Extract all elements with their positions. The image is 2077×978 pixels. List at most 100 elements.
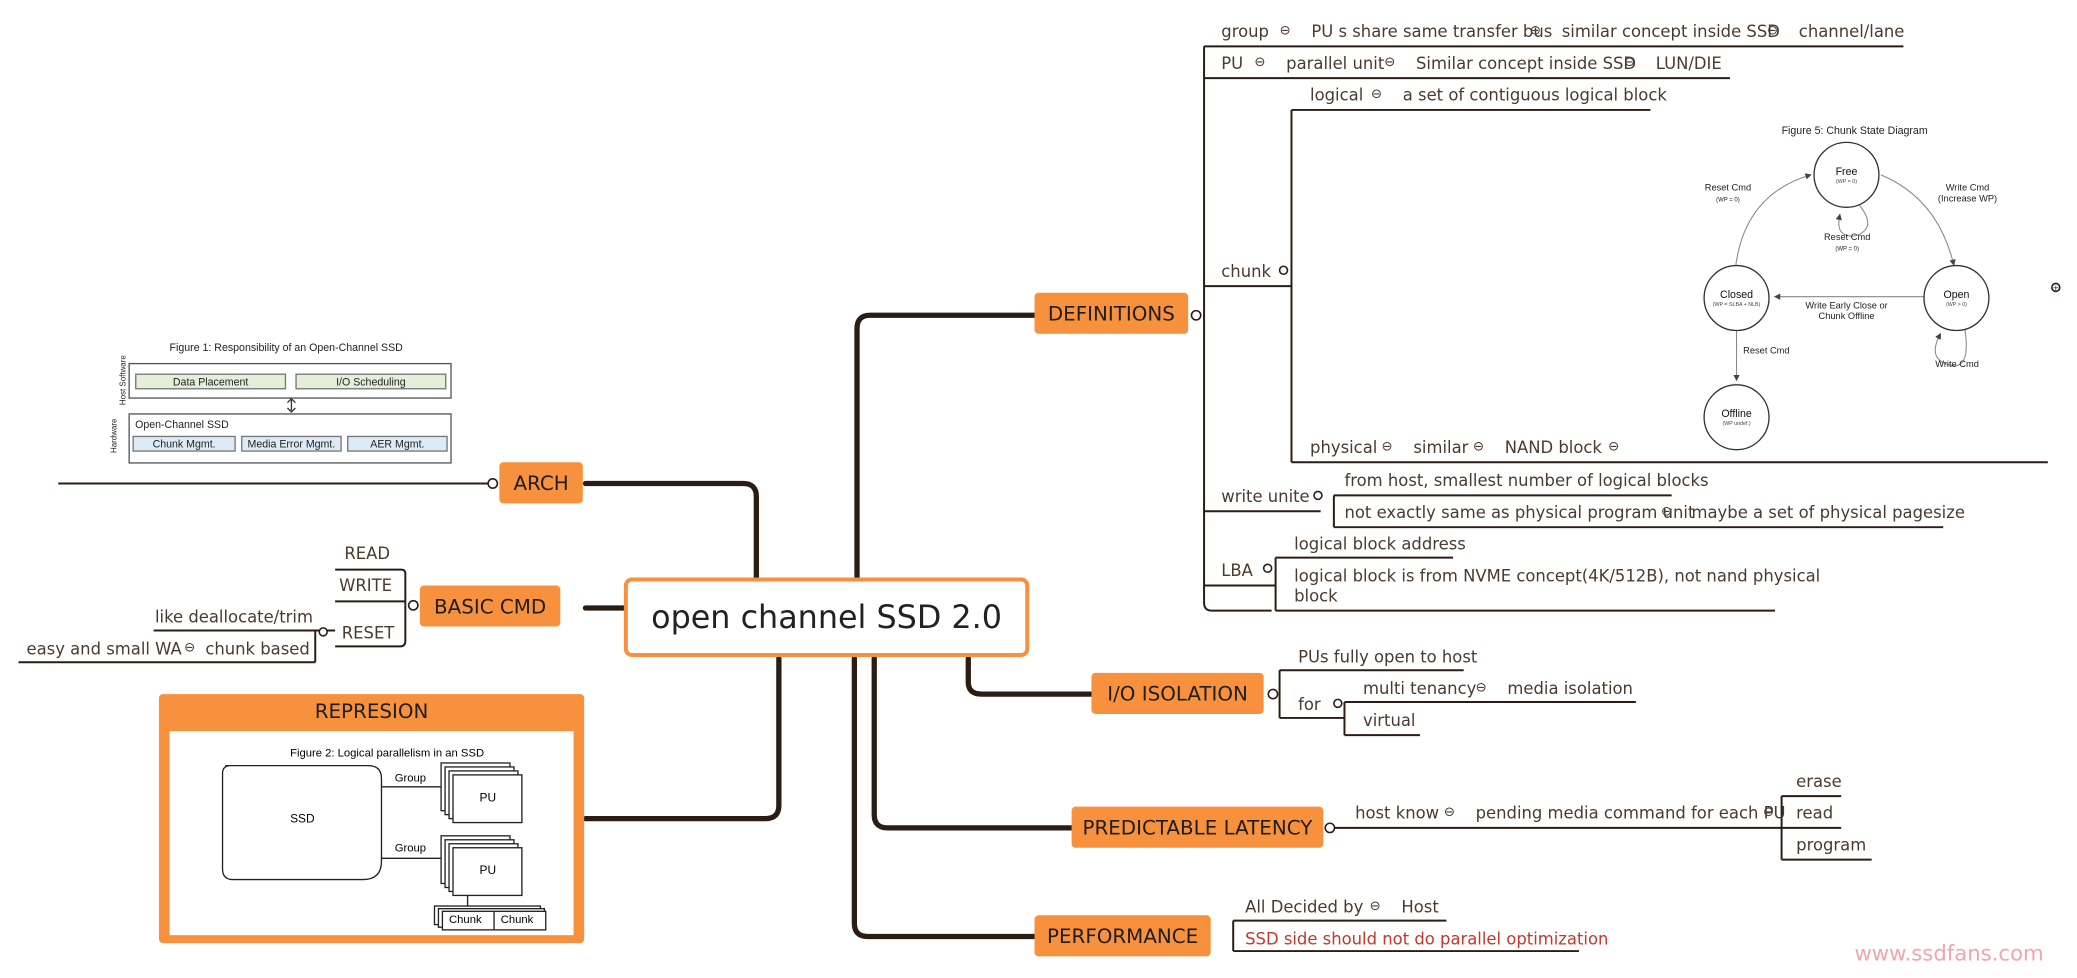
figure-2-ssd: SSD bbox=[290, 811, 315, 826]
perf-host[interactable]: Host bbox=[1401, 896, 1439, 917]
def-chunk-physical-nand[interactable]: NAND block bbox=[1504, 437, 1602, 457]
def-chunk[interactable]: chunk bbox=[1221, 260, 1272, 281]
pl-pending[interactable]: pending media command for each PU bbox=[1475, 802, 1786, 823]
central-topic[interactable]: open channel SSD 2.0 bbox=[623, 577, 1030, 658]
def-group-similar[interactable]: similar concept inside SSD bbox=[1561, 21, 1780, 42]
def-write-unit-physical[interactable]: not exactly same as physical program uni… bbox=[1344, 502, 1695, 522]
branch-io-isolation[interactable]: I/O ISOLATION bbox=[1091, 672, 1264, 714]
figure-2-pu-2: PU bbox=[479, 863, 497, 877]
def-lba[interactable]: LBA bbox=[1221, 560, 1253, 581]
pl-program[interactable]: program bbox=[1796, 834, 1867, 855]
def-write-unit[interactable]: write unite bbox=[1221, 486, 1310, 506]
state-offline: Offline(WP undef.) bbox=[1703, 384, 1770, 451]
cmd-write[interactable]: WRITE bbox=[339, 574, 392, 595]
branch-definitions[interactable]: DEFINITIONS bbox=[1034, 292, 1189, 334]
collapse-icon[interactable]: ⊖ bbox=[1381, 439, 1393, 455]
figure-5: Figure 5: Chunk State Diagram Free(WP = … bbox=[1699, 122, 2006, 453]
figure-1-caption: Figure 1: Responsibility of an Open-Chan… bbox=[169, 341, 403, 354]
collapse-icon[interactable]: ⊖ bbox=[1369, 899, 1381, 914]
state-free: Free(WP = 0) bbox=[1813, 141, 1880, 208]
collapse-icon[interactable]: ⊖ bbox=[1763, 805, 1775, 820]
def-lba-nvme-line1[interactable]: logical block is from NVME concept(4K/51… bbox=[1294, 565, 1821, 586]
collapse-icon[interactable]: ⊖ bbox=[1529, 23, 1542, 39]
def-chunk-logical-desc[interactable]: a set of contiguous logical block bbox=[1402, 84, 1667, 105]
label-reset-cmd-mid: Reset Cmd(WP = 0) bbox=[1823, 233, 1871, 252]
svg-text:+: + bbox=[2052, 284, 2059, 293]
reset-chunk-based[interactable]: chunk based bbox=[205, 638, 310, 659]
def-pu-parallel[interactable]: parallel unit bbox=[1286, 52, 1385, 73]
figure-1: Figure 1: Responsibility of an Open-Chan… bbox=[103, 339, 455, 466]
label-reset-cmd-down: Reset Cmd bbox=[1743, 347, 1790, 357]
collapse-icon[interactable]: ⊖ bbox=[1472, 439, 1485, 455]
state-closed: Closed(WP = SLBA + NLB) bbox=[1703, 264, 1770, 332]
io-pus-open[interactable]: PUs fully open to host bbox=[1298, 646, 1478, 667]
io-media-isolation[interactable]: media isolation bbox=[1507, 678, 1633, 699]
io-multi-tenancy[interactable]: multi tenancy bbox=[1363, 678, 1477, 699]
collapse-icon[interactable]: ⊖ bbox=[184, 641, 196, 656]
def-chunk-physical-similar[interactable]: similar bbox=[1413, 437, 1469, 457]
figure-2: Figure 2: Logical parallelism in an SSD bbox=[169, 731, 574, 936]
cmd-reset[interactable]: RESET bbox=[341, 622, 395, 643]
io-virtual[interactable]: virtual bbox=[1363, 709, 1416, 730]
pl-read[interactable]: read bbox=[1796, 802, 1834, 823]
def-lba-nvme-line2[interactable]: block bbox=[1294, 585, 1338, 606]
label-reset-cmd-left: Reset Cmd(WP = 0) bbox=[1704, 184, 1752, 203]
branch-arch[interactable]: ARCH bbox=[499, 462, 583, 504]
figure-1-hardware-label: Hardware bbox=[111, 418, 120, 454]
def-pu[interactable]: PU bbox=[1221, 52, 1244, 73]
figure-1-chunk-mgmt: Chunk Mgmt. bbox=[132, 435, 236, 452]
io-for[interactable]: for bbox=[1298, 694, 1321, 714]
collapse-icon[interactable]: ⊖ bbox=[1623, 55, 1636, 71]
pl-erase[interactable]: erase bbox=[1796, 770, 1842, 791]
cmd-read[interactable]: READ bbox=[344, 543, 391, 563]
reset-like[interactable]: like deallocate/trim bbox=[154, 606, 313, 627]
perf-all-decided[interactable]: All Decided by bbox=[1245, 896, 1364, 917]
collapse-icon[interactable]: ⊖ bbox=[1254, 55, 1266, 71]
figure-2-pu-1: PU bbox=[479, 790, 497, 805]
figure-2-chunk-2: Chunk bbox=[500, 912, 534, 926]
label-write-cmd-loop: Write Cmd bbox=[1935, 360, 1979, 370]
figure-1-media-error-mgmt: Media Error Mgmt. bbox=[241, 435, 342, 452]
collapse-icon[interactable]: ⊖ bbox=[1370, 87, 1383, 102]
figure-1-data-placement: Data Placement bbox=[135, 373, 287, 390]
collapse-icon[interactable]: ⊖ bbox=[1661, 504, 1673, 520]
branch-predictable-latency[interactable]: PREDICTABLE LATENCY bbox=[1071, 806, 1324, 848]
figure-5-arrows bbox=[1733, 173, 1967, 382]
def-group-channel[interactable]: channel/lane bbox=[1798, 21, 1905, 42]
figure-2-drawing bbox=[221, 762, 547, 931]
watermark: www.ssdfans.com bbox=[1854, 940, 2044, 966]
collapse-icon[interactable]: ⊖ bbox=[1279, 23, 1291, 39]
reset-small-wa[interactable]: easy and small WA bbox=[26, 638, 182, 659]
figure-1-io-scheduling: I/O Scheduling bbox=[295, 373, 447, 390]
collapse-icon[interactable]: ⊖ bbox=[1384, 55, 1396, 71]
def-chunk-logical[interactable]: logical bbox=[1310, 84, 1364, 105]
figure-2-chunk-1: Chunk bbox=[449, 912, 482, 926]
collapse-icon[interactable]: ⊖ bbox=[1767, 23, 1779, 39]
def-write-unit-pagesize[interactable]: maybe a set of physical pagesize bbox=[1691, 502, 1965, 522]
figure-5-caption: Figure 5: Chunk State Diagram bbox=[1781, 124, 1928, 137]
label-write-cmd-top: Write Cmd(Increase WP) bbox=[1937, 184, 1998, 204]
collapse-icon[interactable]: ⊖ bbox=[1608, 439, 1620, 455]
def-group[interactable]: group bbox=[1221, 21, 1269, 42]
represion-title: REPRESION bbox=[314, 699, 429, 724]
pl-host-know[interactable]: host know bbox=[1355, 802, 1440, 823]
def-chunk-physical[interactable]: physical bbox=[1310, 437, 1378, 457]
collapse-icon[interactable]: ⊖ bbox=[1475, 680, 1487, 696]
figure-2-group-2: Group bbox=[394, 841, 427, 855]
figure-1-aer-mgmt: AER Mgmt. bbox=[347, 435, 448, 452]
def-pu-similar[interactable]: Similar concept inside SSD bbox=[1415, 52, 1637, 73]
perf-ssd-side[interactable]: SSD side should not do parallel optimiza… bbox=[1245, 928, 1609, 949]
branch-represion[interactable]: REPRESION Figure 2: Logical parallelism … bbox=[158, 694, 585, 944]
def-lba-address[interactable]: logical block address bbox=[1294, 533, 1466, 554]
def-pu-lun[interactable]: LUN/DIE bbox=[1655, 52, 1722, 73]
branch-basic-cmd[interactable]: BASIC CMD bbox=[419, 585, 561, 627]
collapse-icon[interactable]: ⊖ bbox=[1443, 805, 1455, 820]
figure-1-arrow bbox=[286, 397, 296, 413]
figure-2-group-1: Group bbox=[394, 770, 427, 785]
def-group-bus[interactable]: PU s share same transfer bus bbox=[1311, 21, 1553, 42]
branch-performance[interactable]: PERFORMANCE bbox=[1034, 915, 1211, 957]
state-open: Open(WP > 0) bbox=[1923, 264, 1990, 332]
def-write-unit-host[interactable]: from host, smallest number of logical bl… bbox=[1344, 470, 1709, 491]
